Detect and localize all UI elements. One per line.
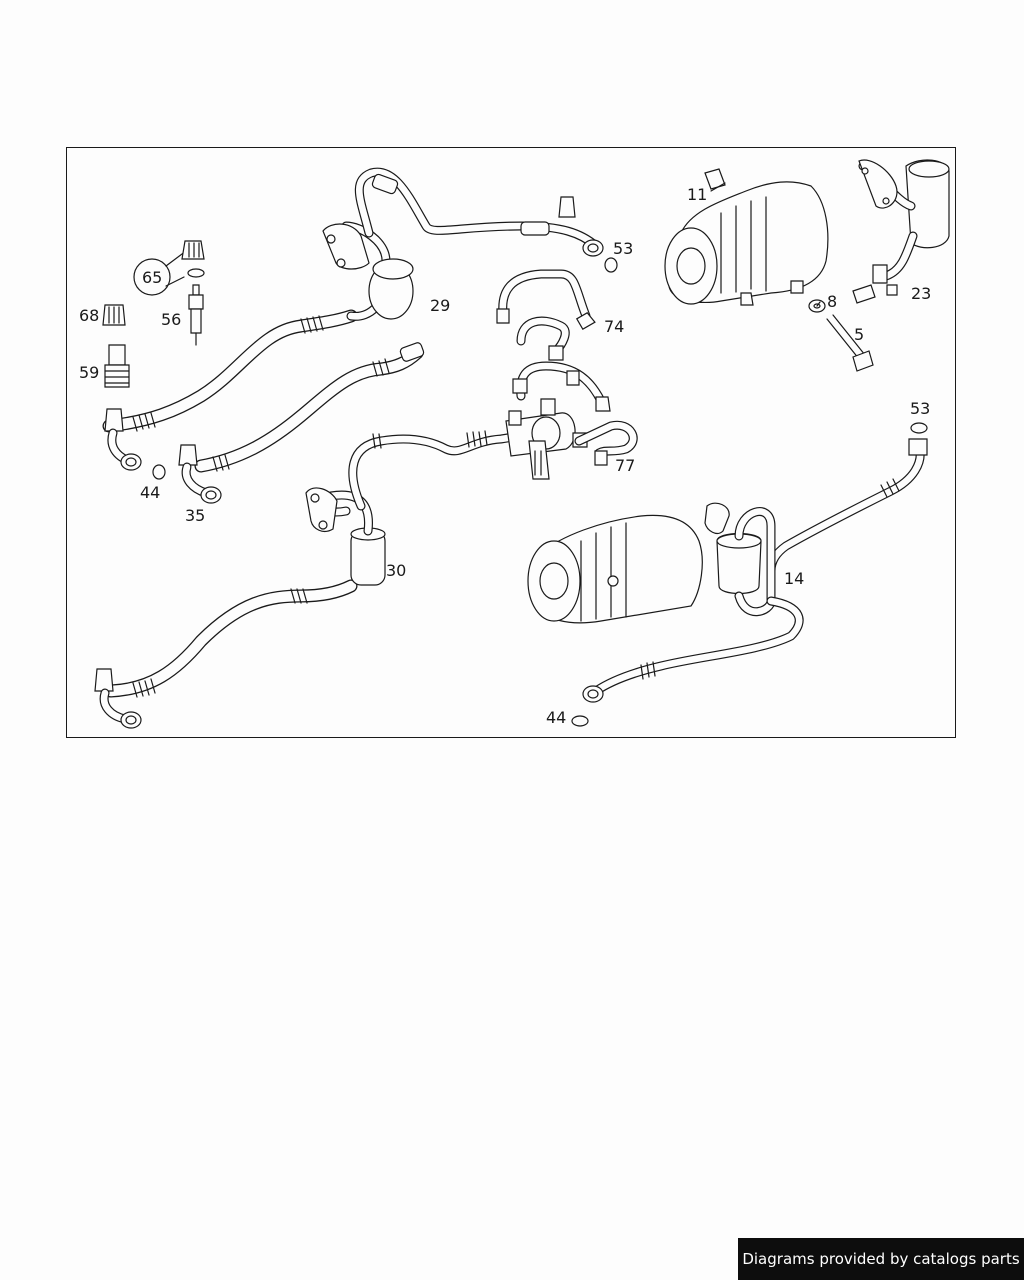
part-65-valve-cap-group: [133, 240, 205, 296]
compressor-lower: [527, 514, 703, 624]
callout-23: 23: [911, 284, 931, 303]
callout-68: 68: [79, 306, 99, 325]
part-5-bolt: [826, 314, 874, 372]
callout-56: 56: [161, 310, 181, 329]
part-44-o-ring-right: [571, 715, 589, 727]
part-53-o-ring-upper: [604, 257, 618, 273]
callout-77: 77: [615, 456, 635, 475]
callout-44: 44: [140, 483, 160, 502]
callout-53: 53: [910, 399, 930, 418]
part-53-o-ring-right: [910, 422, 928, 434]
part-44-o-ring-left: [152, 464, 166, 480]
part-11-sleeve: [704, 168, 726, 190]
part-56-valve-insert: [188, 284, 204, 346]
part-expansion-valve-block: [505, 398, 588, 480]
callout-59: 59: [79, 363, 99, 382]
callout-74: 74: [604, 317, 624, 336]
credit-text: Diagrams provided by catalogs parts: [742, 1250, 1020, 1268]
credit-banner: Diagrams provided by catalogs parts: [738, 1238, 1024, 1280]
callout-8: 8: [827, 292, 837, 311]
callout-labels: 11 53 65 29 8 23 68 56 74 5 59 53 44 77 …: [79, 185, 931, 727]
part-14-line: [582, 438, 928, 703]
callout-44: 44: [546, 708, 566, 727]
leader-lines: [710, 182, 821, 307]
part-74-line: [496, 269, 611, 412]
part-77-line: [574, 420, 638, 466]
ac-hose-lines-diagram: 11 53 65 29 8 23 68 56 74 5 59 53 44 77 …: [66, 147, 956, 738]
compressor-upper: [664, 181, 829, 306]
callout-35: 35: [185, 506, 205, 525]
callout-5: 5: [854, 325, 864, 344]
part-59-service-valve: [104, 344, 130, 388]
part-29-suction-line: [102, 167, 604, 471]
part-35-pressure-line: [178, 342, 425, 504]
callout-11: 11: [687, 185, 707, 204]
part-23-line: [852, 159, 950, 304]
callout-53: 53: [613, 239, 633, 258]
callout-29: 29: [430, 296, 450, 315]
callout-30: 30: [386, 561, 406, 580]
part-68-cap: [102, 304, 126, 326]
callout-14: 14: [784, 569, 804, 588]
callout-65: 65: [142, 268, 162, 287]
